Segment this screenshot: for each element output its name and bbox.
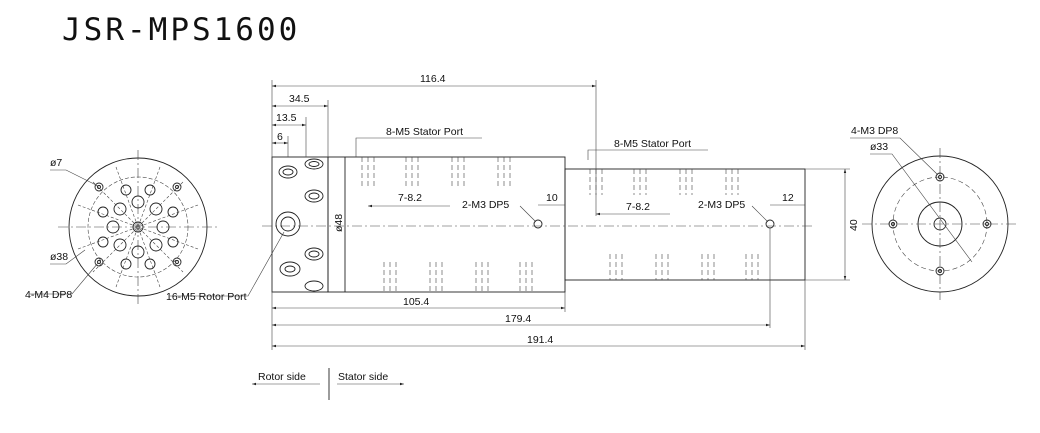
dim-12: 12 <box>782 192 794 204</box>
label-rotor-port: 16-M5 Rotor Port <box>166 291 247 303</box>
stator-ports-top-large <box>361 157 511 187</box>
dim-105-4: 105.4 <box>403 296 429 308</box>
dim-13-5: 13.5 <box>276 112 297 124</box>
stator-ports-top-small <box>589 169 739 195</box>
label-mount-m4: 4-M4 DP8 <box>25 289 72 301</box>
drawing-title: JSR-MPS1600 <box>62 12 301 48</box>
legend-rotor-side: Rotor side <box>258 371 306 383</box>
dim-191-4: 191.4 <box>527 334 553 346</box>
dim-7-8-2-a: 7-8.2 <box>398 192 422 204</box>
label-mount-m3: 4-M3 DP8 <box>851 125 898 137</box>
label-pcd-38: ø38 <box>50 251 68 263</box>
stator-ports-bottom-small <box>609 254 759 280</box>
dim-height-40: 40 <box>848 219 860 231</box>
label-hole-dia: ø7 <box>50 157 62 169</box>
dim-34-5: 34.5 <box>289 93 310 105</box>
mount-holes-m3 <box>888 172 992 276</box>
label-stator-port-1: 8-M5 Stator Port <box>386 126 463 138</box>
mount-holes-m4 <box>94 182 182 267</box>
rotor-port-holes <box>97 184 179 270</box>
right-end-view: 4-M3 DP8 ø33 <box>850 125 1018 300</box>
rotor-ports <box>275 158 324 292</box>
label-pcd-33: ø33 <box>870 141 888 153</box>
legend-stator-side: Stator side <box>338 371 388 383</box>
stator-body-large <box>327 156 566 293</box>
label-stator-port-2: 8-M5 Stator Port <box>614 138 691 150</box>
m3-hole-large <box>533 219 543 229</box>
dim-6: 6 <box>277 131 283 143</box>
label-m3-a: 2-M3 DP5 <box>462 199 509 211</box>
left-end-view: ø7 ø38 4-M4 DP8 <box>25 150 218 304</box>
dim-dia-48: ø48 <box>333 214 345 232</box>
dim-10: 10 <box>546 192 558 204</box>
label-m3-b: 2-M3 DP5 <box>698 199 745 211</box>
side-legend: Rotor side Stator side <box>252 368 404 400</box>
side-view: 116.4 34.5 13.5 6 8-M5 Stator Port 8-M5 … <box>166 73 860 350</box>
dim-179-4: 179.4 <box>505 313 531 325</box>
dim-116-4: 116.4 <box>420 73 446 85</box>
dim-7-8-2-b: 7-8.2 <box>626 201 650 213</box>
stator-ports-bottom-large <box>383 262 533 292</box>
stator-body-small <box>564 168 806 281</box>
